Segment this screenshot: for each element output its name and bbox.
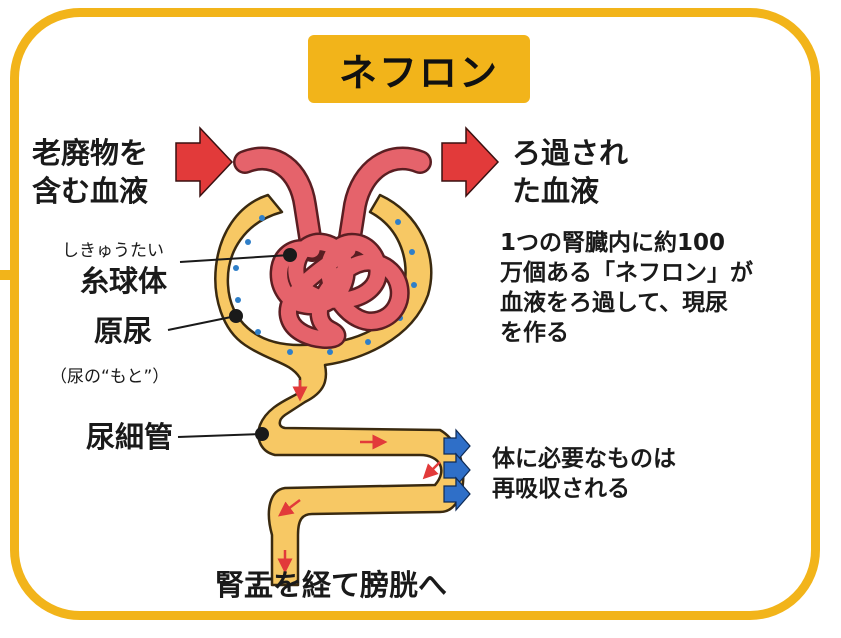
tubule-label: 尿細管 <box>86 420 174 454</box>
explanation-line1: 1つの腎臓内に約100 <box>500 230 726 256</box>
bowmans-capsule <box>214 193 465 587</box>
input-label-line1: 老廃物を <box>32 136 149 170</box>
flow-arrows <box>277 380 441 574</box>
output-label-line2: た血液 <box>512 174 600 208</box>
output-label-line1: ろ過され <box>512 136 629 170</box>
primary-urine-label: 原尿 <box>94 314 153 348</box>
frame-connector <box>0 270 16 280</box>
title-banner: ネフロン <box>308 35 530 103</box>
reabsorb-line1: 体に必要なものは <box>492 446 676 472</box>
glomerulus-coil <box>269 232 410 349</box>
explanation-line4: を作る <box>500 320 569 346</box>
explanation-line3: 血液をろ過して、現尿 <box>500 290 729 316</box>
leader-lines <box>167 248 297 441</box>
input-label-line2: 含む血液 <box>32 174 149 208</box>
glomerulus-label: 糸球体 <box>80 264 168 298</box>
output-arrow-icon <box>441 126 500 198</box>
diagram-title: ネフロン <box>338 50 499 95</box>
reabsorption-arrows <box>443 428 471 512</box>
glomerulus-reading: しきゅうたい <box>62 241 164 261</box>
blood-vessels <box>233 146 432 262</box>
input-arrow-icon <box>175 126 234 198</box>
reabsorb-line2: 再吸収される <box>492 476 630 502</box>
bottom-label: 腎盂を経て膀胱へ <box>215 568 448 602</box>
explanation-line2: 万個ある「ネフロン」が <box>500 260 753 286</box>
primary-urine-note: （尿の“もと”） <box>50 367 170 387</box>
